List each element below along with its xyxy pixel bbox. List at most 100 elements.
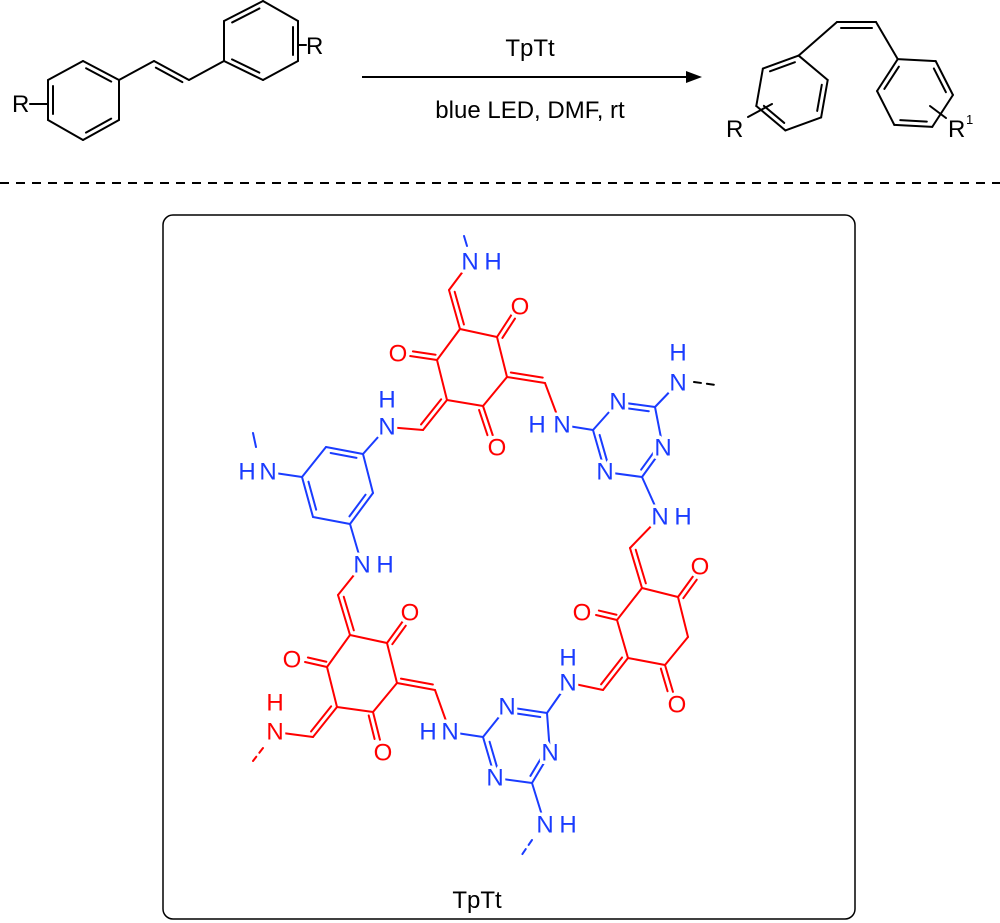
hydrogen-atom: H	[559, 812, 576, 839]
bond	[362, 426, 388, 455]
dash-bond	[520, 839, 533, 857]
nitrogen-atom: N	[651, 504, 668, 531]
benzene-ring-double-bond	[329, 451, 358, 459]
benzene-ring-double-bond	[231, 7, 261, 24]
nitrogen-atom: N	[559, 670, 576, 697]
nitrogen-atom: N	[596, 459, 613, 486]
tp-ring-bond	[436, 359, 448, 401]
benzene-ring-bond	[931, 93, 954, 128]
benzene-ring-bond	[362, 453, 374, 494]
bond	[448, 261, 471, 291]
benzene-ring-bond	[896, 58, 937, 63]
product-substituent-superscript: 1	[966, 112, 973, 127]
benzene-ring-bond	[876, 58, 899, 93]
triazine-ring-bond	[654, 406, 664, 449]
benzene-ring-bond	[82, 119, 120, 141]
benzene-ring-double-bond	[348, 493, 367, 518]
benzene-ring-bond	[876, 90, 896, 126]
tp-ring-bond	[349, 634, 388, 644]
bond	[561, 424, 594, 431]
benzene-ring-double-bond	[231, 58, 261, 74]
triazine-ring-bond	[482, 736, 496, 779]
bond	[546, 682, 569, 714]
benzene-ring-double-bond	[85, 67, 113, 83]
double-bond	[509, 371, 544, 379]
tp-ring-bond	[641, 587, 679, 598]
tp-ring-bond	[326, 634, 351, 668]
double-bond	[411, 350, 437, 356]
triazine-ring-double-bond	[598, 433, 610, 466]
nitrogen-atom: N	[266, 719, 283, 746]
nitrogen-atom: N	[378, 414, 395, 441]
double-bond	[602, 657, 629, 691]
bond	[267, 471, 303, 478]
benzene-ring-bond	[325, 446, 364, 455]
bond	[629, 516, 661, 549]
tp-ring-bond	[386, 642, 398, 684]
triazine-ring-bond	[506, 706, 548, 714]
oxygen-atom: O	[283, 647, 302, 674]
double-bond	[453, 290, 465, 326]
tp-ring-bond	[677, 596, 689, 638]
triazine-ring-bond	[531, 752, 551, 784]
double-bond	[501, 317, 516, 339]
triazine-ring-bond	[604, 471, 643, 478]
triazine-ring-bond	[592, 429, 606, 473]
benzene-ring-double-bond	[816, 83, 823, 112]
benzene-ring-double-bond	[768, 61, 796, 73]
hydrogen-atom: H	[238, 459, 255, 486]
triazine-ring-double-bond	[621, 406, 650, 413]
benzene-ring-bond	[797, 54, 829, 82]
nitrogen-atom: N	[541, 740, 558, 767]
oxygen-atom: O	[401, 600, 420, 627]
conditions-label: blue LED, DMF, rt	[435, 97, 625, 124]
tp-ring-bond	[459, 328, 498, 338]
benzene-ring-bond	[784, 116, 823, 132]
oxygen-atom: O	[488, 435, 507, 462]
benzene-ring-bond	[301, 476, 314, 518]
triazine-ring-bond	[617, 401, 656, 408]
double-bond	[372, 711, 381, 741]
benzene-ring-bond	[893, 123, 934, 128]
hydrogen-atom: H	[419, 719, 436, 746]
double-bond	[634, 548, 647, 585]
nitrogen-atom: N	[536, 812, 553, 839]
triazine-ring-double-bond	[640, 448, 657, 471]
dash-bond	[252, 747, 264, 762]
double-bond	[306, 656, 328, 663]
triazine-ring-double-bond	[529, 753, 545, 777]
benzene-ring-double-bond	[84, 117, 113, 134]
nitrogen-atom: N	[259, 459, 276, 486]
tp-ring-bond	[496, 336, 508, 378]
triazine-ring-bond	[494, 777, 533, 784]
double-bond	[659, 667, 669, 693]
hydrogen-atom: H	[266, 690, 283, 717]
oxygen-atom: O	[573, 600, 592, 627]
substituent-bond	[747, 103, 773, 118]
double-bond	[396, 682, 436, 691]
double-bond	[600, 656, 624, 686]
tp-ring-bond	[446, 399, 484, 407]
nitrogen-atom: N	[654, 435, 671, 462]
double-bond	[367, 714, 376, 740]
oxygen-atom: O	[668, 692, 687, 719]
benzene-ring-bond	[349, 492, 374, 525]
benzene-ring-bond	[82, 60, 120, 81]
benzene-ring-bond	[301, 446, 327, 478]
tp-ring-bond	[482, 376, 508, 407]
dash-bond	[463, 235, 468, 247]
double-bond	[664, 664, 674, 693]
framework-box	[162, 214, 856, 920]
reactant-substituent-right: R	[306, 33, 323, 60]
product-substituent-right: R	[948, 116, 965, 143]
tp-ring-bond	[616, 619, 629, 659]
double-bond	[422, 399, 448, 431]
benzene-ring-bond	[761, 54, 800, 70]
dash-bond	[693, 381, 717, 386]
bond	[188, 60, 225, 81]
bond	[569, 682, 604, 691]
double-bond	[448, 289, 461, 330]
bond	[544, 382, 561, 424]
